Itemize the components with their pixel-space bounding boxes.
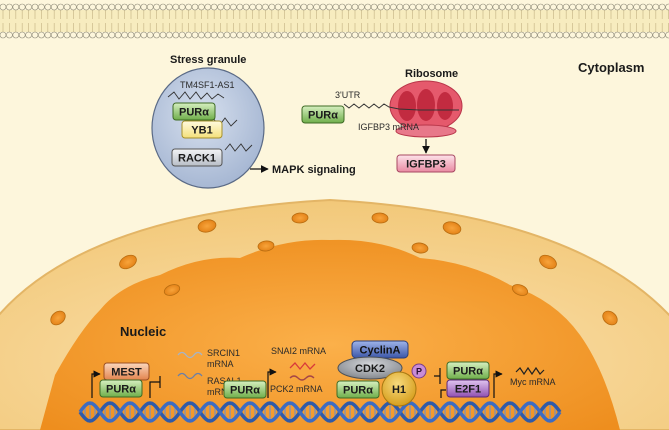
cyclina-box: CyclinA [351,340,409,359]
svg-text:PURα: PURα [106,384,136,396]
rasal1-mrna-squiggle [177,372,203,380]
utr-label: 3'UTR [335,90,361,100]
svg-text:H1: H1 [392,384,406,396]
pura-e2f1-link [440,389,446,398]
svg-text:MEST: MEST [111,367,142,379]
pck2-mrna-label: PCK2 mRNA [270,384,323,394]
pura-box-right: PURα [446,361,490,380]
nuclear-pores [50,212,618,326]
e2f1-box: E2F1 [446,379,490,398]
srcin1-label: SRCIN1 [207,348,240,358]
pura-e2f1-complex: PURα E2F1 Myc mRNA [434,361,556,398]
rack1-box: RACK1 [171,148,223,167]
svg-text:P: P [416,367,422,377]
srcin1-mrna-squiggle [177,351,203,359]
svg-text:PURα: PURα [308,110,338,122]
stress-granule: Stress granule TM4SF1-AS1 PURα YB1 RACK1… [151,54,356,189]
ribosome-group: Ribosome 3'UTR PURα IGFBP3 mRNA IGFBP3 [301,68,463,173]
svg-text:YB1: YB1 [191,125,212,137]
mest-arrow [91,370,101,398]
svg-text:RACK1: RACK1 [178,153,216,165]
pura-box-sg: PURα [172,102,216,121]
igfbp3-mrna-strand [343,103,459,111]
svg-text:PURα: PURα [343,385,373,397]
ribosome [389,80,463,138]
igfbp3-mrna-label: IGFBP3 mRNA [358,122,419,132]
mest-complex: MEST PURα SRCIN1 mRNA RASAL1 mRNA [91,348,242,398]
nucleic-label: Nucleic [120,324,166,339]
mapk-signaling-label: MAPK signaling [272,164,356,176]
rasal1-mrna-label: mRNA [207,387,234,397]
svg-text:PURα: PURα [230,385,260,397]
yb1-box: YB1 [181,120,223,139]
inhibition-marker [149,376,161,398]
svg-text:PURα: PURα [453,366,483,378]
h1-histone: H1 [381,371,417,407]
svg-text:CDK2: CDK2 [355,363,385,375]
rna-strand [224,143,253,152]
pura-box-mest: PURα [99,379,143,398]
myc-activation-arrow [493,370,503,398]
svg-text:E2F1: E2F1 [455,384,481,396]
cell-membrane [0,3,669,39]
myc-mrna-label: Myc mRNA [510,377,556,387]
snai2-mrna-label: SNAI2 mRNA [271,346,326,356]
svg-text:IGFBP3: IGFBP3 [406,159,446,171]
dna-helix [78,401,562,423]
igfbp3-box: IGFBP3 [396,154,456,173]
cdk2-ellipse: CDK2 [337,356,403,380]
pura-snai2-complex: PURα SNAI2 mRNA PCK2 mRNA [223,346,326,399]
snai2-mrna-squiggle [289,361,316,371]
e2f1-inhibition-marker [434,368,441,384]
mest-box: MEST [103,362,150,381]
pura-box-ribosome: PURα [301,105,345,124]
svg-text:PURα: PURα [179,107,209,119]
ribosome-label: Ribosome [405,68,458,80]
cyclin-cdk-complex: CyclinA CDK2 PURα H1 P [336,340,427,407]
cytoplasm-label: Cytoplasm [578,60,644,75]
pck2-mrna-squiggle [289,375,315,381]
snai2-activation-arrow [267,368,277,398]
tm4sf1-as1-label: TM4SF1-AS1 [180,80,235,90]
svg-text:CyclinA: CyclinA [360,345,401,357]
srcin1-mrna-label: mRNA [207,359,234,369]
stress-granule-label: Stress granule [170,54,246,66]
myc-mrna-squiggle [515,366,545,376]
phosphate-marker: P [411,363,427,379]
tm4sf1-rna-strand [167,91,225,100]
pura-box-middle: PURα [223,380,267,399]
rasal1-label: RASAL1 [207,376,242,386]
pura-box-cdk: PURα [336,380,380,399]
